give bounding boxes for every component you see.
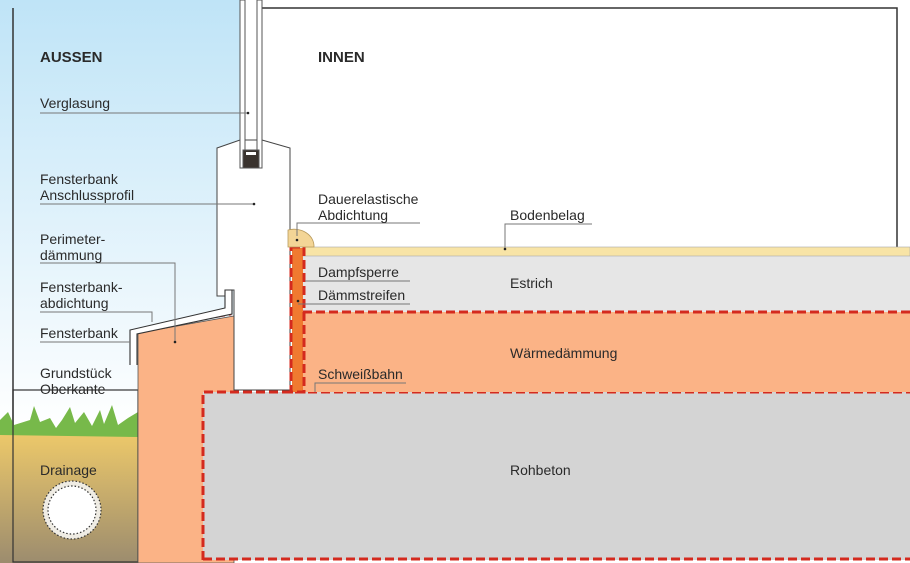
edge-insulation-strip [292, 248, 303, 392]
label-floor-covering: Bodenbelag [510, 207, 585, 223]
label-outside: AUSSEN [40, 49, 103, 66]
sill-connection-profile [216, 139, 291, 391]
label-sealant-2: Abdichtung [318, 207, 388, 223]
floor-covering [302, 246, 910, 257]
label-ground-level-2: Oberkante [40, 381, 106, 397]
glazing [239, 0, 263, 169]
label-sill-seal-1: Fensterbank- [40, 279, 123, 295]
label-screed: Estrich [510, 275, 553, 291]
label-ground-level-1: Grundstück [40, 365, 113, 381]
leader-lines [40, 111, 592, 392]
label-sill-seal-2: abdichtung [40, 295, 109, 311]
screed [303, 256, 910, 312]
label-glazing: Verglasung [40, 95, 110, 111]
label-weld-membrane: Schweißbahn [318, 366, 403, 382]
label-perimeter-2: dämmung [40, 247, 102, 263]
label-sealant-1: Dauerelastische [318, 191, 419, 207]
thermal-insulation [303, 312, 910, 392]
label-thermal-insulation: Wärmedämmung [510, 345, 617, 361]
room-outline [262, 7, 898, 248]
label-perimeter-1: Perimeter- [40, 231, 106, 247]
raw-concrete [203, 392, 910, 560]
label-edge-strip: Dämmstreifen [318, 287, 405, 303]
elastic-sealant [287, 228, 315, 248]
window-sill [129, 289, 233, 365]
label-inside: INNEN [318, 49, 365, 66]
label-sill-profile-1: Fensterbank [40, 171, 119, 187]
label-vapour-barrier: Dampfsperre [318, 264, 399, 280]
drainage-pipe-icon [42, 480, 102, 540]
label-window-sill: Fensterbank [40, 325, 119, 341]
label-drainage: Drainage [40, 462, 97, 478]
grass [0, 405, 138, 437]
label-raw-concrete: Rohbeton [510, 462, 571, 478]
label-sill-profile-2: Anschlussprofil [40, 187, 134, 203]
